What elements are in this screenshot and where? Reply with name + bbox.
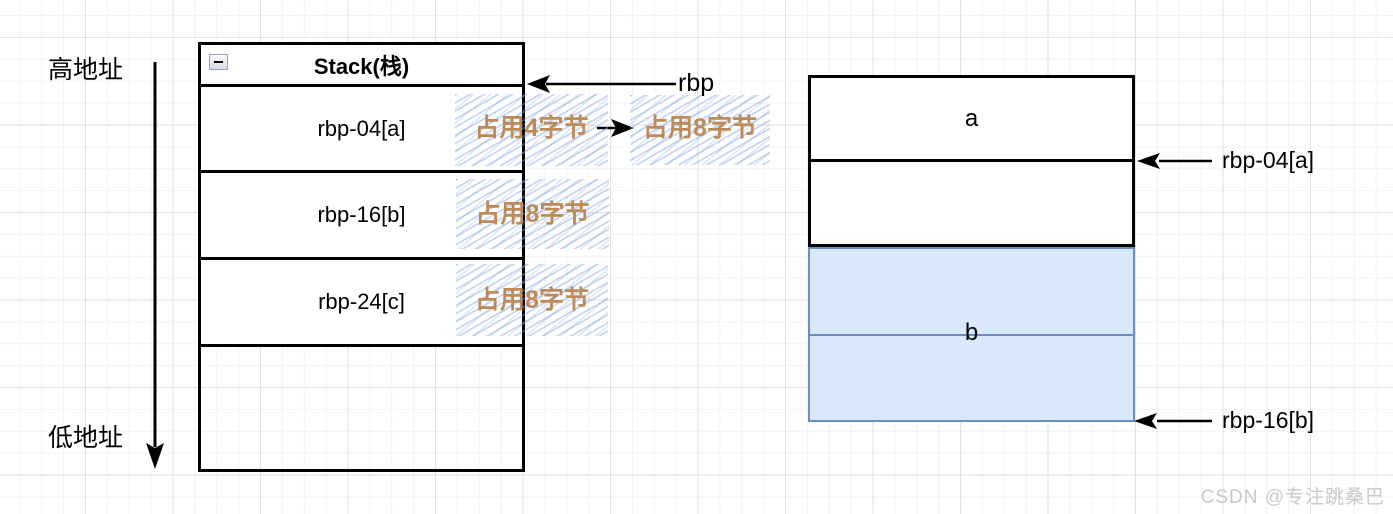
highlight-row1-left xyxy=(455,94,608,166)
memory-box-a-label: a xyxy=(811,78,1132,162)
collapse-minus-icon[interactable] xyxy=(209,54,228,70)
highlight-row1-right xyxy=(630,95,770,165)
pointer-arrow-rbp-16 xyxy=(1134,413,1212,429)
stack-table-title: Stack(栈) xyxy=(313,53,410,79)
memory-box-a: a xyxy=(808,75,1135,247)
stack-row-rbp-16: rbp-16[b] xyxy=(201,173,522,260)
csdn-watermark: CSDN @专注跳桑巴 xyxy=(1200,487,1385,508)
address-direction-arrow xyxy=(146,62,164,469)
low-address-label: 低地址 xyxy=(48,424,124,452)
pointer-label-rbp-04: rbp-04[a] xyxy=(1222,147,1315,173)
highlight-row2 xyxy=(456,179,609,249)
stack-row-rbp-04: rbp-04[a] xyxy=(201,87,522,173)
memory-box-b-label: b xyxy=(964,319,979,346)
rbp-arrow xyxy=(527,75,676,93)
rbp-label: rbp xyxy=(678,69,715,97)
annotation-4bytes: 占用4字节 xyxy=(474,114,589,142)
stack-row-empty xyxy=(201,347,522,469)
stack-table: Stack(栈) rbp-04[a] rbp-16[b] rbp-24[c] xyxy=(198,42,525,472)
stack-table-header: Stack(栈) xyxy=(201,45,522,87)
pointer-label-rbp-16: rbp-16[b] xyxy=(1222,407,1315,433)
minus-glyph xyxy=(214,61,223,63)
stack-row-rbp-24: rbp-24[c] xyxy=(201,260,522,347)
annotation-8bytes-row1: 占用8字节 xyxy=(643,114,757,142)
high-address-label: 高地址 xyxy=(48,56,124,84)
annotation-8bytes-row3: 占用8字节 xyxy=(475,286,589,314)
memory-box-b: b xyxy=(808,247,1135,422)
memory-box-b-divider xyxy=(810,249,1133,336)
highlight-row3 xyxy=(456,264,608,336)
annotation-8bytes-row2: 占用8字节 xyxy=(475,200,590,228)
pointer-arrow-rbp-04 xyxy=(1137,153,1212,169)
